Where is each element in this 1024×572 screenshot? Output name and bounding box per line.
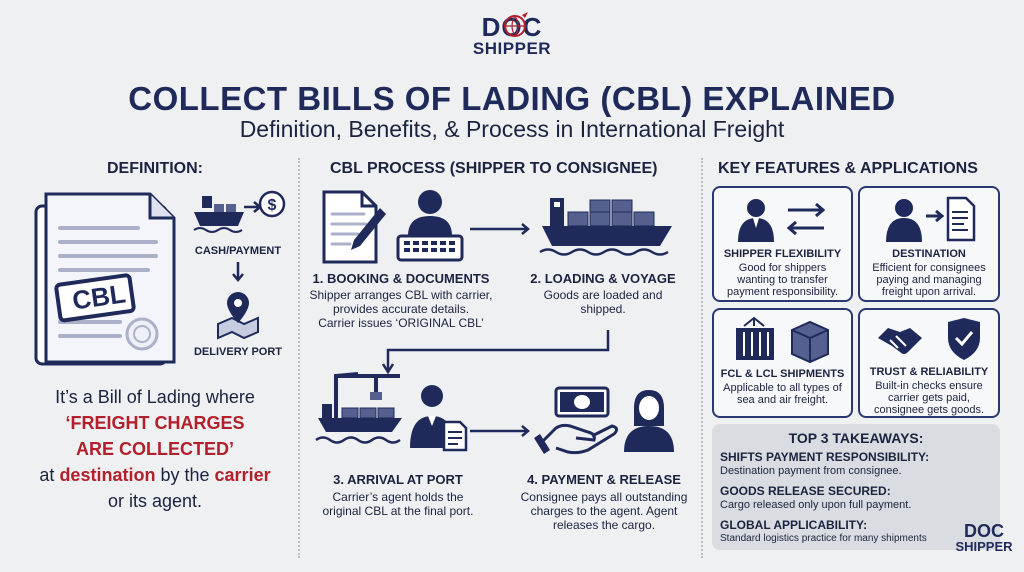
card-4-desc-line-1: Built-in checks ensure bbox=[875, 380, 983, 392]
card-2-desc-line-3: freight upon arrival. bbox=[881, 286, 977, 298]
arrow-step2-to-step3 bbox=[381, 330, 610, 375]
takeaway-3-desc: Standard logistics practice for many shi… bbox=[720, 533, 927, 544]
container-box-icon bbox=[736, 316, 829, 364]
card-1-desc-line-1: Good for shippers bbox=[738, 262, 827, 274]
definition-highlight: ‘FREIGHT CHARGES ARE COLLECTED’ bbox=[65, 413, 245, 459]
port-crane-ship-icon bbox=[315, 372, 402, 444]
handshake-shield-icon bbox=[878, 318, 980, 360]
card-1-title: SHIPPER FLEXIBILITY bbox=[723, 248, 842, 260]
card-1-desc-line-3: payment responsibility. bbox=[726, 286, 839, 298]
feature-card-shipper-flexibility: SHIPPER FLEXIBILITY Good for shippers wa… bbox=[712, 186, 853, 302]
divider-right bbox=[701, 158, 703, 558]
cash-payment-label: CASH/PAYMENT bbox=[194, 245, 282, 257]
process-header: CBL PROCESS (SHIPPER TO CONSIGNEE) bbox=[330, 160, 658, 177]
takeaway-1-desc: Destination payment from consignee. bbox=[720, 465, 902, 477]
features-header: KEY FEATURES & APPLICATIONS bbox=[718, 160, 978, 177]
card-2-desc-line-1: Efficient for consignees bbox=[872, 262, 986, 274]
card-1-desc: Good for shippers wanting to transfer pa… bbox=[714, 262, 851, 298]
takeaway-3-title: GLOBAL APPLICABILITY: bbox=[720, 518, 868, 532]
step-3-desc-line-2: original CBL at the final port. bbox=[322, 504, 474, 518]
takeaway-1-title: SHIFTS PAYMENT RESPONSIBILITY: bbox=[720, 450, 930, 464]
delivery-port-label: DELIVERY PORT bbox=[193, 346, 283, 358]
takeaways-header: TOP 3 TAKEAWAYS: bbox=[788, 430, 924, 446]
logo-shipper-text: SHIPPER bbox=[472, 39, 552, 58]
card-1-desc-line-2: wanting to transfer bbox=[737, 274, 828, 286]
card-3-desc-line-2: sea and air freight. bbox=[736, 394, 829, 406]
ship-icon bbox=[193, 196, 244, 233]
card-3-desc: Applicable to all types of sea and air f… bbox=[714, 382, 851, 406]
corner-logo-shipper-text: SHIPPER bbox=[955, 539, 1013, 554]
consignee-person-icon bbox=[624, 390, 674, 452]
cargo-ship-icon bbox=[539, 198, 672, 256]
corner-logo-doc-text: DOC bbox=[964, 521, 1004, 541]
card-4-desc-line-2: carrier gets paid, bbox=[888, 392, 970, 404]
definition-line-1: It’s a Bill of Lading where bbox=[55, 387, 255, 407]
takeaways-panel: TOP 3 TAKEAWAYS: SHIFTS PAYMENT RESPONSI… bbox=[712, 424, 1000, 550]
step-4-title: 4. PAYMENT & RELEASE bbox=[527, 472, 681, 487]
card-2-desc-line-2: paying and managing bbox=[876, 274, 982, 286]
corner-logo: DOC SHIPPER bbox=[950, 522, 1018, 553]
location-pin-icon bbox=[217, 292, 259, 340]
definition-destination: destination bbox=[59, 465, 156, 485]
step-4-desc-line-3: releases the cargo. bbox=[552, 518, 656, 532]
step-1-desc-line-1: Shipper arranges CBL with carrier, bbox=[309, 288, 493, 302]
card-4-desc: Built-in checks ensure carrier gets paid… bbox=[860, 380, 998, 416]
step-2-desc-line-1: Goods are loaded and bbox=[543, 288, 663, 302]
definition-line-4: or its agent. bbox=[107, 491, 203, 511]
page-title: COLLECT BILLS OF LADING (CBL) EXPLAINED bbox=[128, 80, 896, 117]
shipper-transfer-icon bbox=[738, 199, 826, 242]
step-3-desc-line-1: Carrier’s agent holds the bbox=[332, 490, 464, 504]
takeaway-2-title: GOODS RELEASE SECURED: bbox=[720, 484, 891, 498]
step-1-desc: Shipper arranges CBL with carrier, provi… bbox=[300, 288, 502, 330]
top-logo: DOC SHIPPER bbox=[460, 14, 564, 57]
arrow-step1-to-step2 bbox=[470, 223, 530, 235]
step-1-desc-line-2: provides accurate details. bbox=[332, 302, 470, 316]
step-2-desc: Goods are loaded and shipped. bbox=[518, 288, 688, 316]
step-3-desc: Carrier’s agent holds the original CBL a… bbox=[304, 490, 492, 518]
feature-card-fcl-lcl: FCL & LCL SHIPMENTS Applicable to all ty… bbox=[712, 308, 853, 418]
svg-text:$: $ bbox=[268, 197, 277, 214]
step-1-desc-line-3: Carrier issues ‘ORIGINAL CBL’ bbox=[318, 316, 484, 330]
cash-hand-icon bbox=[534, 386, 619, 455]
divider-left bbox=[298, 158, 300, 558]
card-2-title: DESTINATION bbox=[892, 248, 966, 260]
logo-globe-icon bbox=[504, 12, 528, 37]
page-subtitle: Definition, Benefits, & Process in Inter… bbox=[239, 116, 785, 142]
definition-text: It’s a Bill of Lading where ‘FREIGHT CHA… bbox=[20, 384, 290, 514]
definition-at: at bbox=[39, 465, 55, 485]
person-computer-icon bbox=[396, 190, 464, 262]
definition-line-3: at destination by the carrier bbox=[20, 462, 290, 488]
step-2-title: 2. LOADING & VOYAGE bbox=[530, 271, 676, 286]
card-4-desc-line-3: consignee gets goods. bbox=[873, 404, 985, 416]
card-3-desc-line-1: Applicable to all types of bbox=[723, 382, 842, 394]
definition-header: DEFINITION: bbox=[107, 160, 203, 177]
step-2-desc-line-2: shipped. bbox=[580, 302, 626, 316]
arrow-step3-to-step4 bbox=[470, 425, 530, 437]
step-4-desc-line-1: Consignee pays all outstanding bbox=[520, 490, 688, 504]
step-3-title: 3. ARRIVAL AT PORT bbox=[333, 472, 463, 487]
card-3-title: FCL & LCL SHIPMENTS bbox=[720, 368, 845, 380]
document-pen-icon bbox=[322, 190, 386, 264]
step-1-title: 1. BOOKING & DOCUMENTS bbox=[312, 271, 490, 286]
feature-card-trust: TRUST & RELIABILITY Built-in checks ensu… bbox=[858, 308, 1000, 418]
consignee-document-icon bbox=[886, 196, 976, 242]
feature-card-destination: DESTINATION Efficient for consignees pay… bbox=[858, 186, 1000, 302]
definition-by-the: by the bbox=[160, 465, 210, 485]
down-arrow-icon bbox=[232, 262, 244, 282]
agent-document-icon bbox=[410, 385, 468, 452]
step-4-desc-line-2: charges to the agent. Agent bbox=[530, 504, 678, 518]
cbl-document-icon bbox=[34, 192, 176, 366]
card-2-desc: Efficient for consignees paying and mana… bbox=[860, 262, 998, 298]
takeaway-2-desc: Cargo released only upon full payment. bbox=[720, 499, 912, 511]
card-4-title: TRUST & RELIABILITY bbox=[869, 366, 989, 378]
dollar-coin-icon: $ bbox=[258, 190, 286, 218]
definition-carrier: carrier bbox=[214, 465, 271, 485]
step-4-desc: Consignee pays all outstanding charges t… bbox=[508, 490, 700, 532]
